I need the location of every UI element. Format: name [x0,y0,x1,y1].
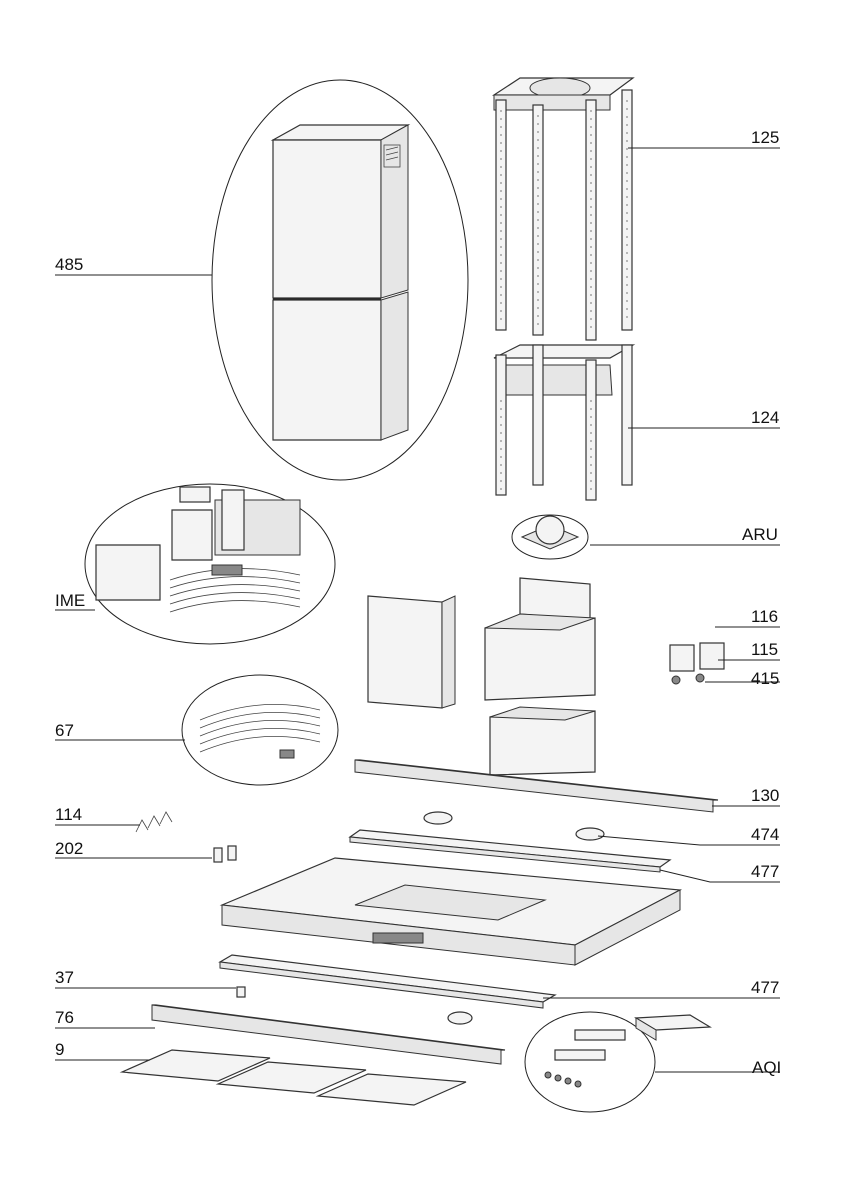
filter-tray-bottom [220,955,555,1008]
callout-124: 124 [751,408,779,427]
side-panel [368,596,455,708]
accessory-kit-group [525,1012,710,1112]
lower-frame [494,345,633,500]
callout-ime: IME [55,591,85,610]
callout-9: 9 [55,1040,64,1059]
blower-box [485,578,595,775]
motor-unit-group [512,515,588,559]
callout-aru: ARU [742,525,778,544]
callout-485: 485 [55,255,83,274]
hood-body [222,858,680,965]
callout-76: 76 [55,1008,74,1027]
electronics-group [85,484,335,644]
chimney-cover-group [212,80,468,480]
callout-125: 125 [751,128,779,147]
small-clips [136,812,236,862]
small-knob [237,987,245,997]
bracket-parts [670,643,724,684]
callout-474: 474 [751,825,779,844]
callout-37: 37 [55,968,74,987]
callout-415: 415 [751,669,779,688]
grease-filters [122,1050,466,1105]
callout-67: 67 [55,721,74,740]
callout-130: 130 [751,786,779,805]
callout-477-top: 477 [751,862,779,881]
callout-115: 115 [751,640,778,659]
callout-114: 114 [55,805,82,824]
callout-477-bottom: 477 [751,978,779,997]
fan-motors-top [424,812,604,840]
cable-set-group [182,675,338,785]
callout-202: 202 [55,839,83,858]
callout-116: 116 [751,607,778,626]
upper-frame [494,78,633,340]
callout-aqi: AQI [752,1058,781,1077]
